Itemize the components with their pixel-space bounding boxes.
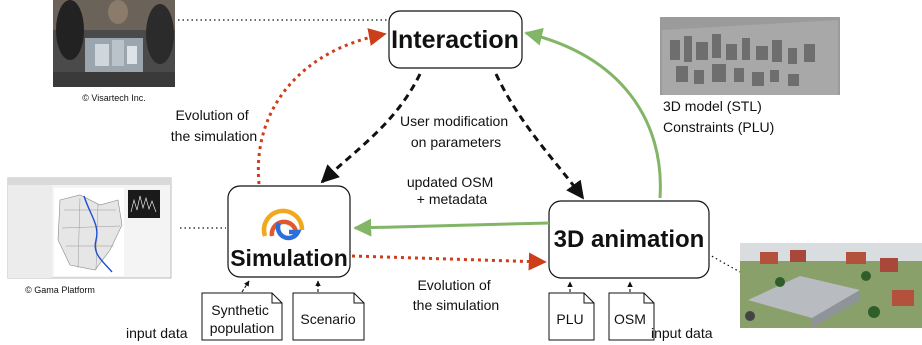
node-interaction-label: Interaction bbox=[391, 26, 519, 54]
visartech-photo bbox=[53, 0, 175, 87]
label-model-info: 3D model (STL) Constraints (PLU) bbox=[663, 98, 774, 135]
node-simulation-label: Simulation bbox=[230, 245, 348, 271]
input-osm-label: OSM bbox=[614, 311, 646, 327]
arrow-sim-to-animation bbox=[351, 252, 547, 271]
input-data-label-left: input data bbox=[126, 325, 188, 341]
input-synthetic-label: Synthetic population bbox=[210, 302, 275, 336]
input-plu-label: PLU bbox=[556, 311, 583, 327]
arrow-sim-to-interaction bbox=[256, 28, 387, 185]
3d-city-render bbox=[740, 243, 922, 328]
arrow-interaction-to-animation bbox=[494, 73, 585, 200]
input-synthetic-population: Synthetic population bbox=[201, 292, 283, 341]
label-updated-osm: updated OSM + metadata bbox=[407, 174, 497, 207]
input-osm: OSM bbox=[608, 292, 655, 341]
node-animation-label: 3D animation bbox=[554, 226, 705, 253]
gama-caption: © Gama Platform bbox=[25, 285, 95, 295]
gama-logo-icon bbox=[261, 208, 305, 241]
label-user-modification: User modification on parameters bbox=[400, 113, 512, 150]
input-data-label-right: input data bbox=[651, 325, 713, 341]
arrow-synthetic-to-sim bbox=[241, 280, 250, 293]
node-animation: 3D animation bbox=[548, 200, 710, 279]
arrow-animation-to-interaction bbox=[524, 27, 662, 199]
input-scenario: Scenario bbox=[292, 292, 365, 341]
arrow-animation-to-sim bbox=[353, 218, 550, 237]
label-evolution-bottom: Evolution of the simulation bbox=[413, 277, 499, 313]
input-scenario-label: Scenario bbox=[300, 311, 355, 327]
gama-map-screenshot bbox=[7, 177, 172, 279]
node-simulation: Simulation bbox=[227, 185, 351, 278]
arrow-interaction-to-sim bbox=[320, 73, 422, 184]
visartech-caption: © Visartech Inc. bbox=[82, 93, 146, 103]
input-arrows bbox=[241, 280, 633, 293]
label-evolution-left: Evolution of the simulation bbox=[171, 107, 257, 144]
input-plu: PLU bbox=[548, 292, 595, 341]
node-interaction: Interaction bbox=[388, 10, 523, 69]
image-connectors bbox=[178, 19, 741, 273]
connector-render bbox=[707, 253, 741, 273]
3d-city-model bbox=[660, 17, 840, 95]
